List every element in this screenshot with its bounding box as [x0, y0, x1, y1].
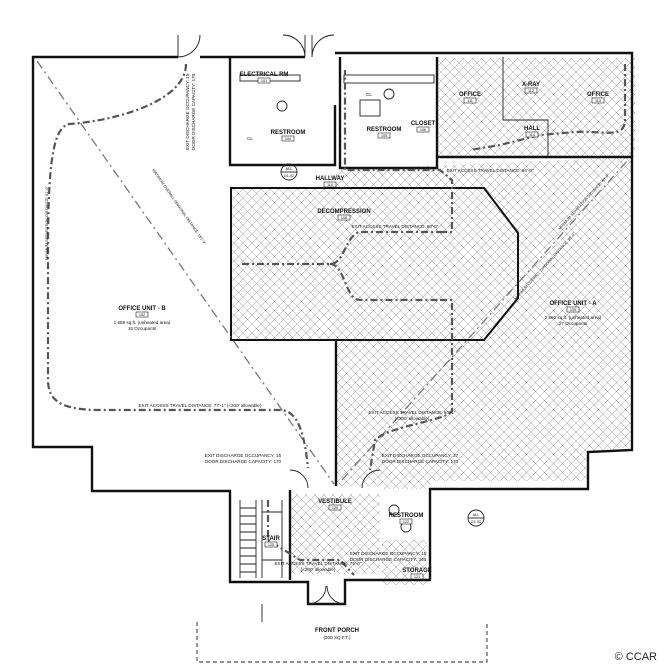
svg-text:(<200' allowable): (<200' allowable) — [301, 567, 336, 572]
svg-text:ALL: ALL — [286, 167, 293, 171]
room-office-unit-b: OFFICE UNIT - B 102 1,689 sq.ft. (unheat… — [114, 306, 171, 331]
svg-text:106: 106 — [420, 128, 426, 132]
front-porch-outline — [196, 622, 488, 663]
svg-text:111: 111 — [467, 99, 473, 103]
exit-discharge-b: EXIT DISCHARGE OCCUPANCY: 15 DOOR DISCHA… — [205, 453, 282, 464]
svg-text:120: 120 — [332, 506, 338, 510]
room-vestibule: VESTIBULE 120 — [318, 499, 352, 511]
svg-text:121: 121 — [414, 575, 420, 579]
svg-text:OFFICE UNIT - A: OFFICE UNIT - A — [549, 301, 597, 307]
svg-text:104: 104 — [285, 137, 291, 141]
exit-discharge-front: EXIT DISCHARGE OCCUPANCY: 15 DOOR DISCHA… — [350, 551, 427, 562]
svg-text:X-RAY: X-RAY — [522, 82, 540, 88]
room-hall: HALL 114 — [524, 126, 540, 138]
travel-distance-b: EXIT ACCESS TRAVEL DISTANCE: 77'-1" (<20… — [139, 403, 262, 408]
svg-text:FRONT PORCH: FRONT PORCH — [315, 628, 359, 634]
svg-text:EXIT DISCHARGE OCCUPANCY: 15: EXIT DISCHARGE OCCUPANCY: 15 — [185, 73, 190, 150]
room-front-porch: FRONT PORCH (200 SQ.F.T.) — [315, 628, 359, 640]
outer-wall — [31, 51, 634, 606]
svg-text:125: 125 — [268, 543, 274, 547]
svg-text:105: 105 — [381, 134, 387, 138]
svg-text:EXIT DISCHARGE OCCUPANCY: 27: EXIT DISCHARGE OCCUPANCY: 27 — [382, 453, 459, 458]
svg-text:122: 122 — [403, 520, 409, 524]
svg-text:DOOR DISCHARGE CAPACITY: 170: DOOR DISCHARGE CAPACITY: 170 — [382, 459, 459, 464]
interior-wall-xray — [502, 57, 549, 157]
diagonal-a — [341, 159, 629, 481]
svg-text:OFFICE: OFFICE — [587, 92, 609, 98]
exit-travel-paths — [46, 63, 627, 576]
svg-text:101: 101 — [261, 79, 267, 83]
svg-text:114: 114 — [529, 133, 535, 137]
svg-text:CLOSET: CLOSET — [411, 121, 436, 127]
room-decompression: DECOMPRESSION 108 — [317, 209, 371, 221]
svg-text:(<200' allowable): (<200' allowable) — [395, 416, 430, 421]
svg-text:(200 SQ.F.T.): (200 SQ.F.T.) — [323, 635, 351, 640]
decompression-hatch — [230, 187, 519, 341]
svg-text:DOOR DISCHARGE CAPACITY: 170: DOOR DISCHARGE CAPACITY: 170 — [205, 459, 282, 464]
interior-wall-top-rooms — [228, 57, 337, 167]
svg-text:EXIT DISCHARGE OCCUPANCY: 15: EXIT DISCHARGE OCCUPANCY: 15 — [350, 551, 427, 556]
svg-text:HALLWAY: HALLWAY — [316, 176, 345, 182]
svg-text:EXIT ACCESS TRAVEL DISTANCE: 9: EXIT ACCESS TRAVEL DISTANCE: 94'-1" — [368, 410, 455, 415]
travel-distance-stair: EXIT ACCESS TRAVEL DISTANCE: 75'-0" (<20… — [274, 561, 361, 572]
room-electrical-rm: ELECTRICAL RM 101 — [240, 72, 289, 84]
svg-text:RESTROOM: RESTROOM — [271, 130, 306, 136]
travel-distance-decompression: EXIT ACCESS TRAVEL DISTANCE: 60'-0" — [351, 224, 438, 229]
svg-text:VESTIBULE: VESTIBULE — [318, 499, 352, 505]
room-office-2: OFFICE 113 — [587, 92, 609, 104]
diagonal-distance-b: MAXIMUM OVERALL DIAGONAL DISTANCE: 161'-… — [151, 168, 207, 246]
room-storage: STORAGE 121 — [402, 568, 432, 580]
exit-discharge-a: EXIT DISCHARGE OCCUPANCY: 27 DOOR DISCHA… — [382, 453, 459, 464]
section-tag-2: ALL G1.02 — [467, 509, 485, 527]
svg-text:108: 108 — [341, 216, 347, 220]
svg-text:1,689 sq.ft. (unheated area): 1,689 sq.ft. (unheated area) — [114, 320, 171, 325]
exit-discharge-top: EXIT DISCHARGE OCCUPANCY: 15 DOOR DISCHA… — [185, 73, 196, 150]
room-xray: X-RAY 112 — [522, 82, 540, 94]
closet-label-mid: CL — [366, 92, 372, 97]
room-stair: STAIR 125 — [262, 536, 280, 548]
svg-text:DOOR DISCHARGE CAPACITY: 170: DOOR DISCHARGE CAPACITY: 170 — [191, 73, 196, 150]
svg-text:109: 109 — [570, 308, 576, 312]
svg-text:110: 110 — [327, 183, 333, 187]
svg-text:EXIT DISCHARGE OCCUPANCY: 15: EXIT DISCHARGE OCCUPANCY: 15 — [205, 453, 282, 458]
svg-text:2,880 sq.ft. (unheated area): 2,880 sq.ft. (unheated area) — [545, 315, 602, 320]
travel-distance-top: EXIT ACCESS TRAVEL DISTANCE: 64'-0" — [446, 168, 533, 173]
svg-text:DECOMPRESSION: DECOMPRESSION — [317, 209, 370, 215]
svg-text:OFFICE UNIT - B: OFFICE UNIT - B — [118, 306, 166, 312]
stair-treads — [239, 500, 283, 578]
room-restroom-mid: RESTROOM 105 — [367, 127, 402, 139]
room-hallway: HALLWAY 110 — [316, 176, 345, 188]
svg-text:OFFICE: OFFICE — [459, 92, 481, 98]
svg-text:15 Occupants: 15 Occupants — [128, 326, 157, 331]
interior-wall-right-rooms — [338, 57, 439, 170]
room-restroom-left: RESTROOM 104 — [271, 130, 306, 142]
svg-text:EXIT ACCESS TRAVEL DISTANCE: 7: EXIT ACCESS TRAVEL DISTANCE: 75'-0" — [274, 561, 361, 566]
min-separation-b: MINIMUM SEPARATION DISTANCE: 81'-0" — [45, 186, 49, 260]
svg-text:G1.02: G1.02 — [284, 174, 294, 178]
svg-text:RESTROOM: RESTROOM — [389, 513, 424, 519]
svg-text:ELECTRICAL RM: ELECTRICAL RM — [240, 72, 289, 78]
svg-text:113: 113 — [595, 99, 601, 103]
svg-text:STAIR: STAIR — [262, 536, 280, 542]
svg-text:112: 112 — [528, 89, 534, 93]
room-office-unit-a: OFFICE UNIT - A 109 2,880 sq.ft. (unheat… — [545, 301, 602, 326]
room-restroom-lower: RESTROOM 122 — [389, 513, 424, 525]
svg-text:STORAGE: STORAGE — [402, 568, 432, 574]
upper-office-hatch — [437, 58, 635, 157]
svg-text:ALL: ALL — [473, 513, 480, 517]
section-tag-1: ALL G1.02 — [280, 163, 298, 181]
copyright-watermark: © CCAR — [614, 651, 657, 663]
svg-text:DOOR DISCHARGE CAPACITY: 340: DOOR DISCHARGE CAPACITY: 340 — [350, 557, 427, 562]
svg-text:G1.02: G1.02 — [471, 520, 481, 524]
room-office-1: OFFICE 111 — [459, 92, 481, 104]
svg-text:102: 102 — [139, 313, 145, 317]
door-swings — [177, 34, 381, 605]
svg-text:RESTROOM: RESTROOM — [367, 127, 402, 133]
closet-label-left: CL — [247, 136, 253, 141]
svg-text:27 Occupants: 27 Occupants — [559, 321, 588, 326]
room-closet: CLOSET 106 — [411, 121, 436, 133]
svg-text:HALL: HALL — [524, 126, 540, 132]
travel-distance-a: EXIT ACCESS TRAVEL DISTANCE: 94'-1" (<20… — [368, 410, 455, 421]
